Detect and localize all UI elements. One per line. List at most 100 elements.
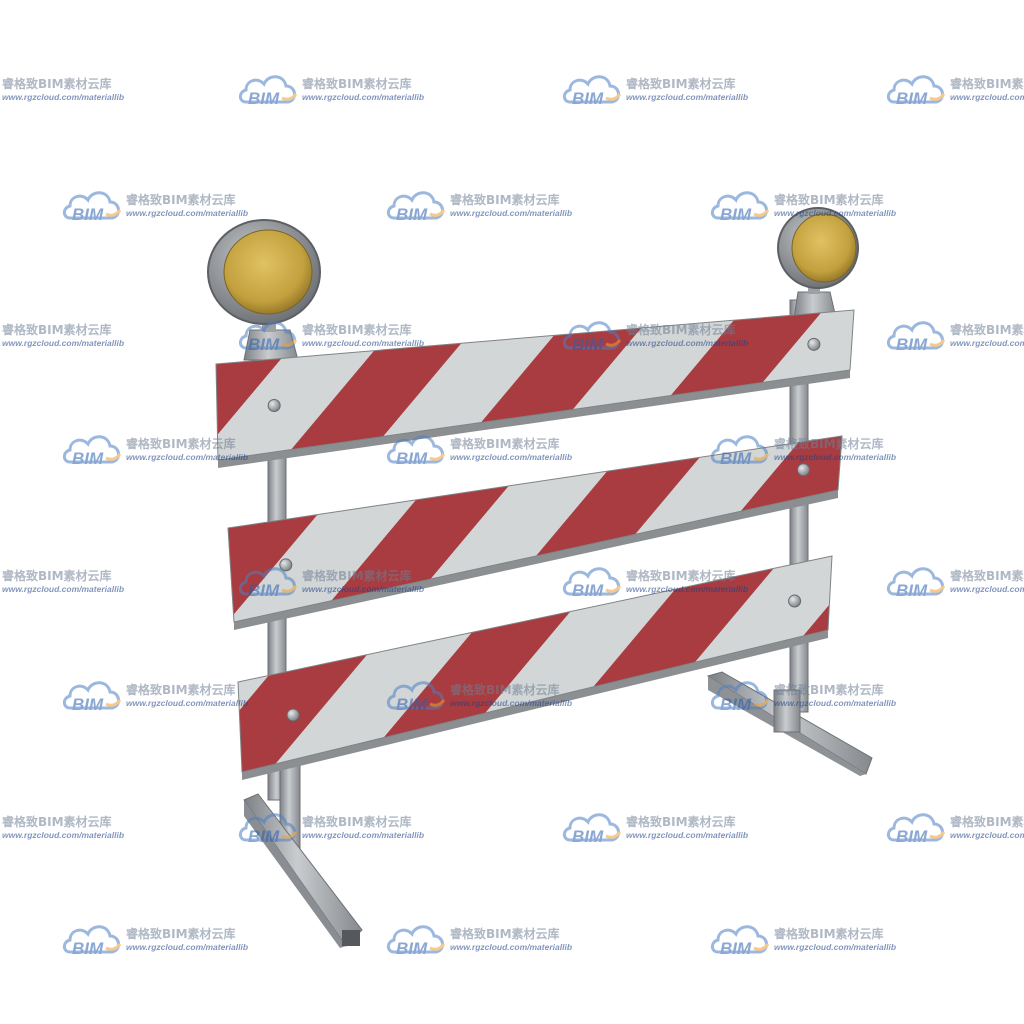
cloud-logo-icon: BIM [886,75,946,108]
watermark: BIM 睿格致BIM素材云库 www.rgzcloud.com/material… [386,922,586,962]
watermark-title: 睿格致BIM素材云库 [2,323,112,337]
watermark-url: www.rgzcloud.com/materiallib [302,92,425,102]
watermark: BIM 睿格致BIM素材云库 www.rgzcloud.com/material… [710,188,910,228]
svg-text:BIM: BIM [720,939,752,958]
watermark: BIM 睿格致BIM素材云库 www.rgzcloud.com/material… [0,72,138,112]
svg-text:BIM: BIM [396,205,428,224]
watermark: BIM 睿格致BIM素材云库 www.rgzcloud.com/material… [386,432,586,472]
watermark: BIM 睿格致BIM素材云库 www.rgzcloud.com/material… [62,678,262,718]
svg-text:BIM: BIM [572,89,604,108]
watermark-url: www.rgzcloud.com/materiallib [774,942,897,952]
watermark: BIM 睿格致BIM素材云库 www.rgzcloud.com/material… [62,922,262,962]
cloud-logo-icon: BIM [62,435,122,468]
svg-text:BIM: BIM [572,581,604,600]
watermark-url: www.rgzcloud.com/materiallib [774,452,897,462]
bolt [286,708,300,722]
watermark-title: 睿格致BIM素材云库 [450,437,560,451]
cloud-logo-icon: BIM [238,567,298,600]
rail-edge [242,630,828,780]
watermark-title: 睿格致BIM素材云库 [2,569,112,583]
cloud-logo-icon: BIM [386,191,446,224]
svg-text:BIM: BIM [248,827,280,846]
watermark-url: www.rgzcloud.com/materiallib [302,830,425,840]
cloud-logo-icon: BIM [886,321,946,354]
svg-text:BIM: BIM [248,335,280,354]
watermark: BIM 睿格致BIM素材云库 www.rgzcloud.com/material… [562,318,762,358]
watermark-title: 睿格致BIM素材云库 [950,77,1024,91]
watermark: BIM 睿格致BIM素材云库 www.rgzcloud.com/material… [0,318,138,358]
cloud-logo-icon: BIM [710,435,770,468]
watermark-url: www.rgzcloud.com/materiallib [302,584,425,594]
cloud-logo-icon: BIM [62,925,122,958]
watermark-title: 睿格致BIM素材云库 [302,815,412,829]
barricade-rails [215,309,855,780]
watermark: BIM 睿格致BIM素材云库 www.rgzcloud.com/material… [886,564,1024,604]
cloud-logo-icon: BIM [562,813,622,846]
watermark-url: www.rgzcloud.com/materiallib [2,92,125,102]
cloud-logo-icon: BIM [386,681,446,714]
watermark-url: www.rgzcloud.com/materiallib [950,584,1024,594]
watermark-title: 睿格致BIM素材云库 [774,437,884,451]
svg-text:BIM: BIM [72,939,104,958]
watermark-url: www.rgzcloud.com/materiallib [2,830,125,840]
watermark-url: www.rgzcloud.com/materiallib [950,338,1024,348]
watermark-url: www.rgzcloud.com/materiallib [450,208,573,218]
rail-1 [215,309,855,468]
cloud-logo-icon: BIM [710,191,770,224]
watermark: BIM 睿格致BIM素材云库 www.rgzcloud.com/material… [710,678,910,718]
watermark-url: www.rgzcloud.com/materiallib [2,338,125,348]
cloud-logo-icon: BIM [238,321,298,354]
watermark-url: www.rgzcloud.com/materiallib [950,830,1024,840]
watermark-title: 睿格致BIM素材云库 [2,77,112,91]
watermark-title: 睿格致BIM素材云库 [450,193,560,207]
watermark: BIM 睿格致BIM素材云库 www.rgzcloud.com/material… [710,922,910,962]
watermark-title: 睿格致BIM素材云库 [950,569,1024,583]
watermark: BIM 睿格致BIM素材云库 www.rgzcloud.com/material… [62,188,262,228]
svg-text:BIM: BIM [896,89,928,108]
watermark-url: www.rgzcloud.com/materiallib [302,338,425,348]
watermark-url: www.rgzcloud.com/materiallib [450,942,573,952]
watermark-url: www.rgzcloud.com/materiallib [126,698,249,708]
bolt [796,463,810,477]
cloud-logo-icon: BIM [238,75,298,108]
watermark-url: www.rgzcloud.com/materiallib [126,452,249,462]
svg-text:BIM: BIM [720,695,752,714]
rail-face [215,309,855,461]
svg-text:BIM: BIM [72,695,104,714]
watermark-url: www.rgzcloud.com/materiallib [450,698,573,708]
watermark-title: 睿格致BIM素材云库 [126,437,236,451]
watermark: BIM 睿格致BIM素材云库 www.rgzcloud.com/material… [238,564,438,604]
cloud-logo-icon: BIM [562,567,622,600]
watermark: BIM 睿格致BIM素材云库 www.rgzcloud.com/material… [886,318,1024,358]
bolt [788,594,802,608]
watermark-title: 睿格致BIM素材云库 [126,193,236,207]
watermark-url: www.rgzcloud.com/materiallib [2,584,125,594]
cloud-logo-icon: BIM [710,681,770,714]
watermark-title: 睿格致BIM素材云库 [302,77,412,91]
cloud-logo-icon: BIM [710,925,770,958]
bolt [267,399,281,413]
watermark-url: www.rgzcloud.com/materiallib [950,92,1024,102]
cloud-logo-icon: BIM [238,813,298,846]
svg-text:BIM: BIM [896,827,928,846]
svg-text:BIM: BIM [248,89,280,108]
rail-edge [234,490,838,630]
watermark: BIM 睿格致BIM素材云库 www.rgzcloud.com/material… [886,72,1024,112]
watermark: BIM 睿格致BIM素材云库 www.rgzcloud.com/material… [562,564,762,604]
watermark: BIM 睿格致BIM素材云库 www.rgzcloud.com/material… [238,810,438,850]
watermark-url: www.rgzcloud.com/materiallib [626,584,749,594]
watermark-url: www.rgzcloud.com/materiallib [126,942,249,952]
watermark-url: www.rgzcloud.com/materiallib [626,338,749,348]
watermark-title: 睿格致BIM素材云库 [450,683,560,697]
watermark-title: 睿格致BIM素材云库 [626,323,736,337]
cloud-logo-icon: BIM [886,813,946,846]
watermark-title: 睿格致BIM素材云库 [950,323,1024,337]
watermark-url: www.rgzcloud.com/materiallib [450,452,573,462]
cloud-logo-icon: BIM [886,567,946,600]
watermark: BIM 睿格致BIM素材云库 www.rgzcloud.com/material… [238,318,438,358]
left-warning-lamp [207,219,321,325]
watermark-title: 睿格致BIM素材云库 [302,323,412,337]
rail-face [237,555,833,773]
